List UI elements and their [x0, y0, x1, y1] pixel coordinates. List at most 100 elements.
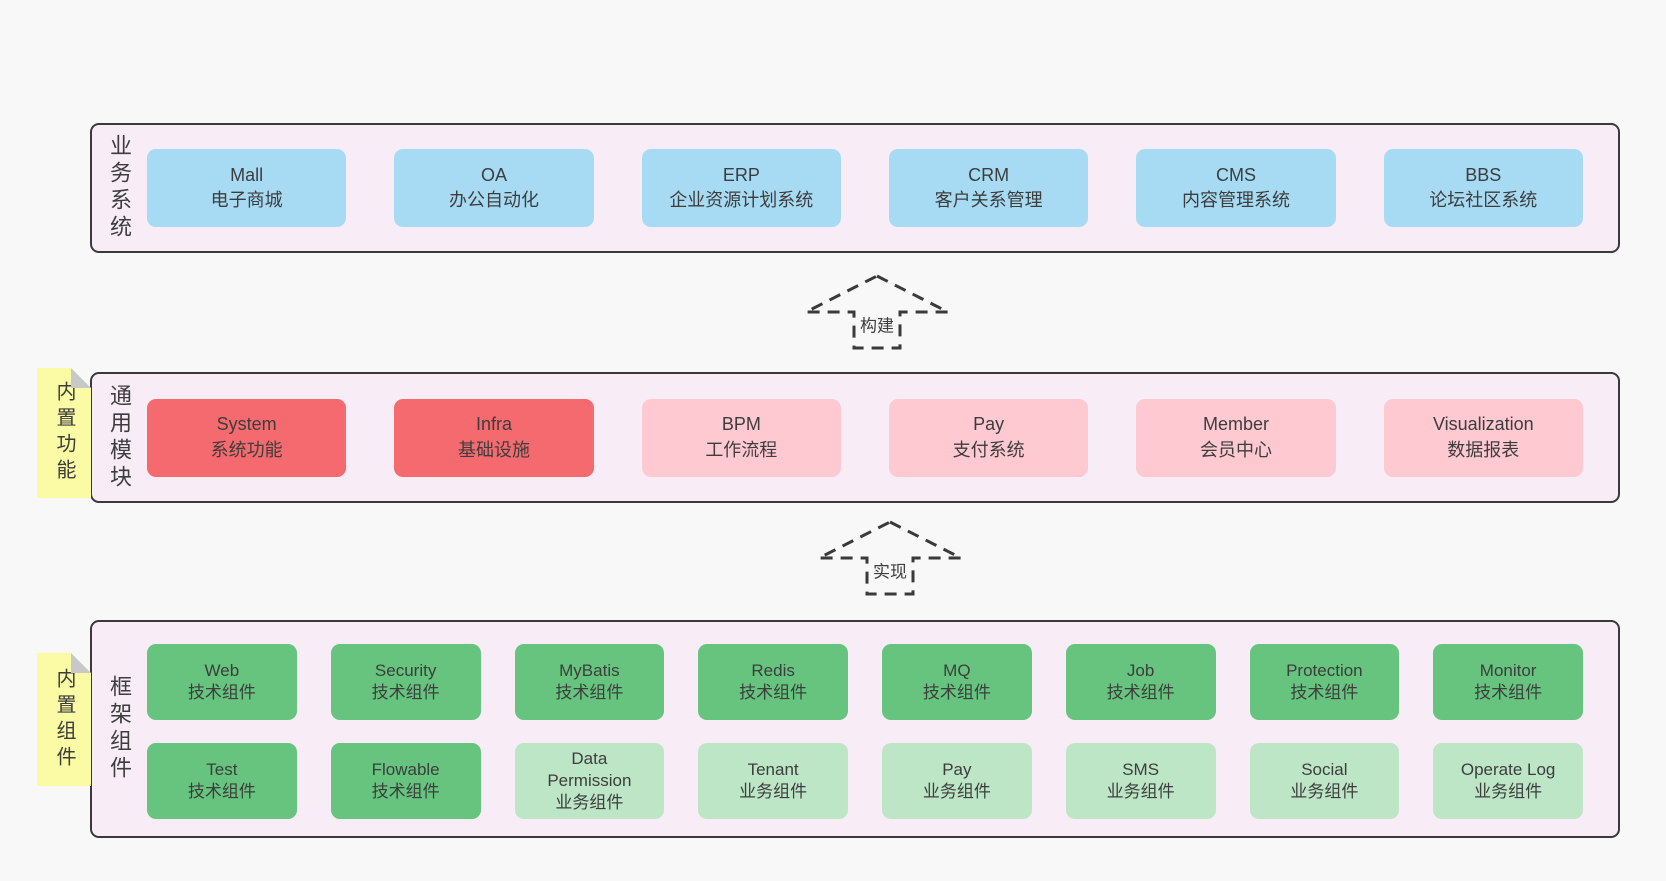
box-crm: CRM 客户关系管理	[888, 149, 1089, 227]
box-title-en: Pay	[942, 759, 972, 779]
box-visualization: Visualization 数据报表	[1383, 398, 1583, 477]
sticky-note-label: 内置组件	[53, 667, 75, 772]
implement-arrow-label: 实现	[869, 556, 911, 584]
box-bbs: BBS 论坛社区系统	[1383, 149, 1583, 227]
box-redis: Redis 技术组件	[698, 644, 848, 720]
box-title-en: SMS	[1122, 759, 1160, 779]
box-title-en: Flowable	[371, 759, 440, 779]
box-job: Job 技术组件	[1065, 644, 1216, 720]
box-test: Test 技术组件	[147, 743, 297, 819]
sticky-note-label: 内置功能	[53, 381, 75, 485]
box-title-cn: 基础设施	[457, 439, 530, 460]
box-title-cn: 业务组件	[1106, 782, 1175, 801]
box-system: System 系统功能	[147, 398, 347, 477]
box-title-cn: 会员中心	[1199, 439, 1272, 460]
panel-business-systems: 业务系统 Mall 电子商城 OA 办公自动化 ERP 企业资源计划系统 CRM…	[90, 123, 1620, 253]
panel-framework-components: 框架组件 Web 技术组件 Security 技术组件 MyBatis 技术组件…	[90, 620, 1620, 838]
box-title-en: BBS	[1465, 164, 1502, 185]
box-title-en: Test	[206, 759, 238, 779]
box-title-en: Infra	[475, 414, 512, 435]
box-mall: Mall 电子商城	[147, 149, 347, 227]
sticky-note-builtin-components: 内置组件	[37, 653, 91, 786]
box-title-en: Redis	[751, 660, 795, 680]
box-title-cn: 业务组件	[1474, 782, 1543, 801]
box-title-en: MyBatis	[559, 660, 620, 680]
sticky-note-builtin-features: 内置功能	[37, 368, 91, 498]
box-title-cn: 业务组件	[739, 782, 808, 801]
box-title-cn: 技术组件	[1290, 683, 1359, 702]
box-title-cn: 办公自动化	[448, 190, 539, 210]
box-mybatis: MyBatis 技术组件	[514, 644, 665, 720]
box-title-en: Web	[204, 660, 240, 680]
box-title-cn: 内容管理系统	[1181, 190, 1290, 210]
box-title-cn: 技术组件	[371, 683, 440, 702]
box-title-cn: 业务组件	[1290, 782, 1359, 801]
box-bpm: BPM 工作流程	[641, 398, 841, 477]
box-title-en: Operate Log	[1460, 759, 1556, 779]
box-flowable: Flowable 技术组件	[330, 743, 481, 819]
box-monitor: Monitor 技术组件	[1433, 644, 1583, 720]
box-title-cn: 技术组件	[739, 683, 808, 702]
up-block-arrow-icon	[805, 274, 949, 350]
box-infra: Infra 基础设施	[394, 398, 594, 477]
box-title-en: Visualization	[1432, 414, 1534, 435]
box-erp: ERP 企业资源计划系统	[641, 149, 841, 227]
implement-arrow: 实现	[815, 518, 965, 598]
box-operate-log: Operate Log 业务组件	[1433, 743, 1583, 819]
box-protection: Protection 技术组件	[1249, 644, 1400, 720]
box-title-cn: 电子商城	[210, 190, 283, 210]
box-cms: CMS 内容管理系统	[1136, 149, 1336, 227]
box-title-cn: 论坛社区系统	[1429, 190, 1538, 210]
box-data-permission: Data Permission 业务组件	[514, 743, 665, 819]
business-box-row: Mall 电子商城 OA 办公自动化 ERP 企业资源计划系统 CRM 客户关系…	[147, 149, 1583, 227]
box-title-en: Tenant	[747, 759, 799, 779]
box-mq: MQ 技术组件	[882, 644, 1032, 720]
box-title-cn: 技术组件	[1106, 683, 1175, 702]
box-sms: SMS 业务组件	[1065, 743, 1216, 819]
box-title-cn: 业务组件	[922, 782, 991, 801]
box-member: Member 会员中心	[1136, 398, 1336, 477]
box-title-en: Protection	[1286, 660, 1363, 680]
panel-label-components: 框架组件	[107, 675, 132, 783]
box-title-en: Job	[1126, 660, 1155, 680]
up-block-arrow-icon	[818, 520, 962, 596]
panel-label-business: 业务系统	[107, 134, 132, 242]
box-title-cn: 支付系统	[952, 439, 1025, 460]
box-title-cn: 工作流程	[705, 439, 778, 460]
box-title-cn: 系统功能	[210, 439, 283, 460]
build-arrow-label: 构建	[856, 310, 898, 338]
box-title-en: Monitor	[1479, 660, 1537, 680]
box-title-cn: 技术组件	[922, 683, 991, 702]
modules-box-row: System 系统功能 Infra 基础设施 BPM 工作流程 Pay 支付系统…	[147, 398, 1583, 477]
box-title-cn: 技术组件	[187, 683, 256, 702]
box-title-cn: 技术组件	[187, 782, 256, 801]
box-title-en: CMS	[1215, 164, 1256, 185]
box-pay-component: Pay 业务组件	[882, 743, 1032, 819]
panel-common-modules: 通用模块 System 系统功能 Infra 基础设施 BPM 工作流程 Pay…	[90, 372, 1620, 503]
box-title-en: CRM	[968, 164, 1010, 185]
box-title-cn: 数据报表	[1447, 439, 1520, 460]
box-social: Social 业务组件	[1249, 743, 1400, 819]
box-pay-module: Pay 支付系统	[888, 398, 1089, 477]
box-title-en: Security	[374, 660, 437, 680]
box-title-en: Mall	[230, 164, 264, 185]
box-title-cn: 客户关系管理	[934, 190, 1043, 210]
box-title-cn: 技术组件	[371, 782, 440, 801]
box-title-en: BPM	[721, 414, 761, 435]
box-title-en: System	[216, 414, 277, 435]
box-title-cn: 技术组件	[1474, 683, 1543, 702]
box-title-cn: 企业资源计划系统	[669, 190, 814, 210]
box-title-en: MQ	[943, 660, 971, 680]
box-title-en: OA	[480, 164, 507, 185]
box-web: Web 技术组件	[147, 644, 297, 720]
box-security: Security 技术组件	[330, 644, 481, 720]
box-title-en: Pay	[973, 414, 1005, 435]
box-tenant: Tenant 业务组件	[698, 743, 848, 819]
panel-label-modules: 通用模块	[107, 383, 132, 492]
build-arrow: 构建	[802, 272, 952, 352]
box-oa: OA 办公自动化	[394, 149, 594, 227]
box-title-en: Social	[1301, 759, 1348, 779]
box-title-en: Member	[1202, 414, 1269, 435]
components-box-row-2: Test 技术组件 Flowable 技术组件 Data Permission …	[147, 743, 1583, 819]
